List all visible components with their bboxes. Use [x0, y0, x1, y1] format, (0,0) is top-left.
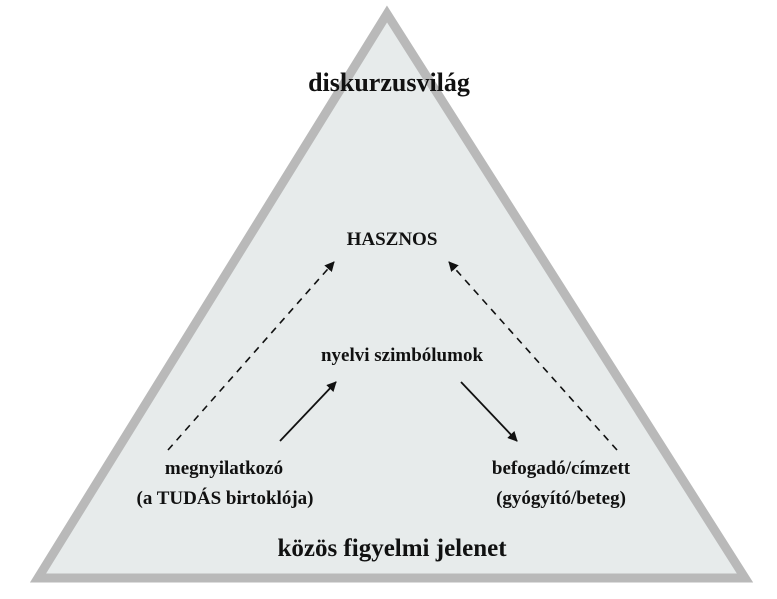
solid-arrow-symbols-to-receiver — [460, 381, 518, 442]
goal-label: HASZNOS — [347, 229, 438, 250]
dashed-arrow-left — [167, 261, 335, 451]
receiver-label: befogadó/címzett — [492, 458, 631, 479]
dashed-arrow-right — [448, 261, 618, 451]
top-label: diskurzusvilág — [308, 68, 470, 97]
bottom-label: közös figyelmi jelenet — [277, 535, 507, 562]
center-label: nyelvi szimbólumok — [321, 345, 483, 366]
receiver-sublabel: (gyógyító/beteg) — [496, 488, 626, 509]
speaker-sublabel: (a TUDÁS birtoklója) — [137, 487, 314, 509]
outer-triangle — [29, 5, 754, 583]
solid-arrow-speaker-to-symbols — [279, 381, 337, 442]
speaker-label: megnyilatkozó — [165, 458, 283, 479]
